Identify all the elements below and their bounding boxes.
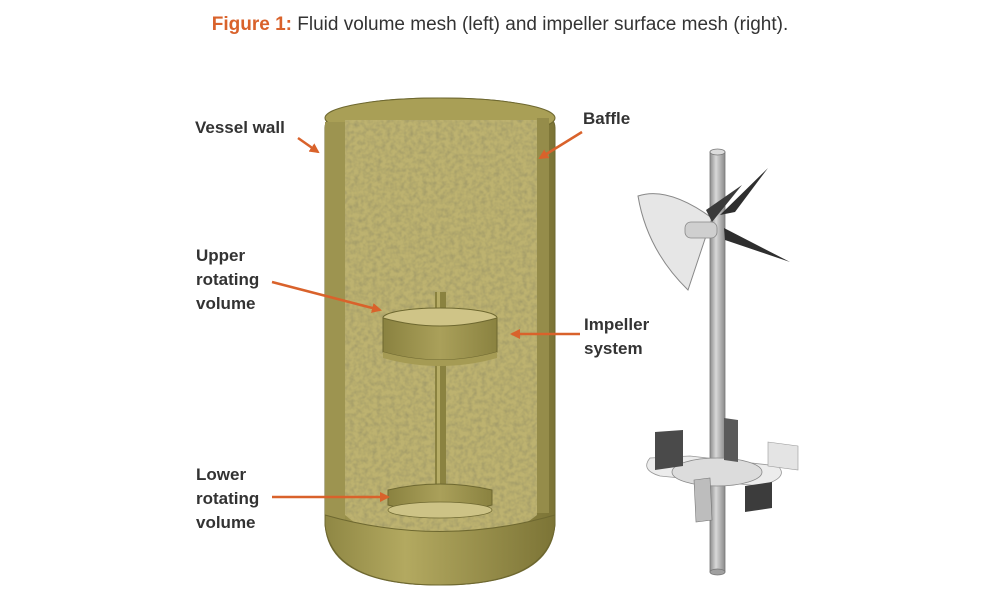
label-lower-line-3: volume [196, 513, 256, 532]
upper-impeller [637, 168, 790, 291]
lower-blade-right [745, 482, 772, 512]
arrow-upper-rotating-volume [271, 280, 382, 313]
upper-blade-dark-2 [724, 228, 790, 262]
arrow-baffle [538, 130, 583, 160]
lower-blade-back [724, 418, 738, 462]
lower-hub [671, 457, 763, 487]
annotation-arrows [271, 130, 583, 502]
vessel-shaft [435, 292, 446, 512]
label-upper-line-1: Upper [196, 246, 246, 265]
label-upper-rotating-volume: Upper rotating volume [196, 244, 259, 316]
vessel-bottom-dome [324, 514, 556, 586]
figure-label: Figure 1: [211, 14, 292, 35]
upper-rotating-volume-cylinder [382, 307, 498, 366]
figure-caption-text: Fluid volume mesh (left) and impeller su… [291, 14, 789, 35]
vessel-mesh [324, 97, 556, 586]
lower-blade-far-right [767, 441, 799, 471]
label-lower-line-2: rotating [196, 489, 260, 508]
label-impeller-line-1: Impeller [584, 315, 650, 334]
label-impeller-line-2: system [584, 339, 643, 358]
label-upper-line-2: rotating [196, 270, 260, 289]
label-vessel-wall-text: Vessel wall [195, 118, 285, 137]
label-upper-line-3: volume [196, 294, 256, 313]
label-vessel-wall: Vessel wall [195, 116, 285, 140]
lower-impeller [646, 418, 799, 523]
lower-rotating-volume-cylinder [387, 483, 493, 519]
lower-blade-front [693, 477, 713, 523]
vessel-wall-strip [325, 122, 345, 522]
label-baffle-text: Baffle [583, 109, 631, 128]
upper-blade-fan [637, 193, 713, 291]
baffle-strip [537, 118, 549, 513]
upper-blade-dark-1 [720, 168, 768, 215]
label-baffle: Baffle [583, 107, 630, 131]
lower-blade-left [655, 430, 683, 470]
label-impeller-system: Impeller system [584, 313, 649, 361]
figure-caption: Figure 1: Fluid volume mesh (left) and i… [0, 14, 1000, 36]
label-lower-rotating-volume: Lower rotating volume [196, 463, 259, 535]
upper-hub-stub [684, 221, 718, 239]
arrow-vessel-wall [297, 136, 320, 154]
label-lower-line-1: Lower [196, 465, 247, 484]
impeller-surface-mesh [637, 148, 799, 576]
upper-blade-dark-3 [706, 185, 742, 222]
